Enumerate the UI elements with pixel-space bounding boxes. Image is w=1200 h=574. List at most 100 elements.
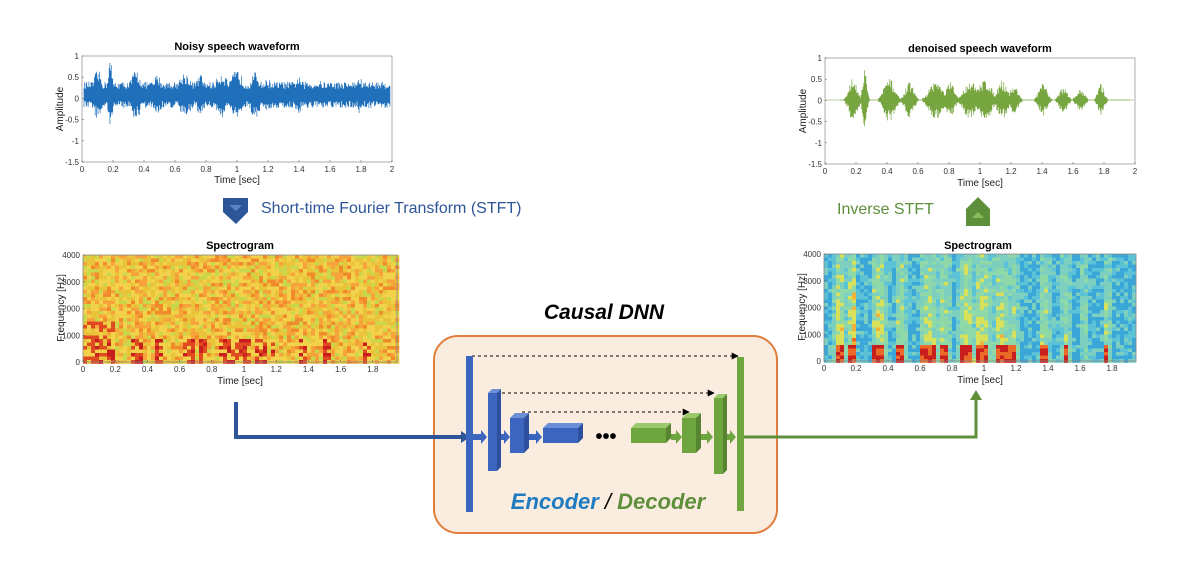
noisy-spectrogram-xtick-label: 1.6: [335, 365, 347, 374]
spectrogram-cell: [872, 310, 877, 314]
spectrogram-cell: [155, 342, 160, 347]
spectrogram-cell: [1024, 282, 1029, 286]
spectrogram-cell: [351, 272, 356, 277]
spectrogram-cell: [1104, 285, 1109, 290]
spectrogram-cell: [143, 262, 148, 266]
spectrogram-cell: [171, 279, 176, 284]
spectrogram-cell: [211, 283, 216, 287]
spectrogram-cell: [1088, 310, 1093, 314]
spectrogram-cell: [107, 272, 112, 277]
spectrogram-cell: [119, 307, 124, 312]
spectrogram-cell: [279, 311, 284, 315]
spectrogram-cell: [964, 334, 969, 339]
spectrogram-cell: [1056, 306, 1061, 311]
spectrogram-cell: [1000, 303, 1005, 307]
spectrogram-cell: [844, 254, 849, 258]
noisy-waveform-ytick-label: -1: [72, 137, 80, 146]
spectrogram-cell: [1044, 352, 1049, 356]
spectrogram-cell: [159, 353, 164, 357]
noisy-waveform-xtick-label: 2: [390, 165, 395, 174]
spectrogram-cell: [359, 300, 364, 305]
spectrogram-cell: [383, 262, 388, 266]
spectrogram-cell: [99, 321, 104, 326]
spectrogram-cell: [968, 296, 973, 300]
spectrogram-cell: [872, 313, 877, 318]
spectrogram-cell: [1068, 278, 1073, 283]
spectrogram-cell: [227, 325, 232, 329]
spectrogram-cell: [1040, 257, 1045, 262]
spectrogram-cell: [1064, 341, 1069, 346]
spectrogram-cell: [1064, 268, 1069, 272]
spectrogram-cell: [968, 355, 973, 360]
spectrogram-cell: [1092, 303, 1097, 307]
spectrogram-cell: [1128, 352, 1133, 356]
spectrogram-cell: [363, 353, 368, 357]
spectrogram-cell: [912, 317, 917, 321]
spectrogram-cell: [964, 292, 969, 297]
spectrogram-cell: [936, 278, 941, 283]
spectrogram-cell: [1052, 320, 1057, 325]
spectrogram-cell: [131, 272, 136, 277]
spectrogram-cell: [924, 296, 929, 300]
spectrogram-cell: [119, 262, 124, 266]
spectrogram-cell: [307, 307, 312, 312]
spectrogram-cell: [103, 332, 108, 336]
spectrogram-cell: [856, 355, 861, 360]
spectrogram-cell: [159, 300, 164, 305]
spectrogram-cell: [1016, 352, 1021, 356]
spectrogram-cell: [1032, 341, 1037, 346]
spectrogram-cell: [255, 346, 260, 350]
spectrogram-cell: [283, 307, 288, 312]
spectrogram-cell: [976, 254, 981, 258]
spectrogram-cell: [1028, 261, 1033, 265]
spectrogram-cell: [976, 264, 981, 269]
spectrogram-cell: [852, 317, 857, 321]
spectrogram-cell: [1072, 348, 1077, 353]
spectrogram-cell: [179, 300, 184, 305]
spectrogram-cell: [127, 290, 132, 294]
spectrogram-cell: [235, 276, 240, 280]
spectrogram-cell: [303, 255, 308, 259]
spectrogram-cell: [936, 317, 941, 321]
spectrogram-cell: [239, 272, 244, 277]
spectrogram-cell: [131, 258, 136, 263]
spectrogram-cell: [1004, 264, 1009, 269]
stft-chevron-highlight: [229, 205, 242, 211]
spectrogram-cell: [247, 272, 252, 277]
spectrogram-cell: [1124, 352, 1129, 356]
spectrogram-cell: [303, 325, 308, 329]
spectrogram-cell: [311, 297, 316, 301]
spectrogram-cell: [948, 261, 953, 265]
spectrogram-cell: [964, 254, 969, 258]
spectrogram-cell: [876, 348, 881, 353]
spectrogram-cell: [139, 300, 144, 305]
spectrogram-cell: [147, 276, 152, 280]
noisy-waveform-xtick-label: 1.6: [324, 165, 336, 174]
spectrogram-cell: [315, 286, 320, 291]
spectrogram-cell: [303, 342, 308, 347]
spectrogram-cell: [195, 321, 200, 326]
spectrogram-cell: [151, 272, 156, 277]
spectrogram-cell: [1084, 341, 1089, 346]
spectrogram-cell: [860, 275, 865, 279]
spectrogram-cell: [1040, 331, 1045, 335]
spectrogram-cell: [123, 353, 128, 357]
spectrogram-cell: [247, 262, 252, 266]
spectrogram-cell: [1124, 317, 1129, 321]
spectrogram-cell: [1124, 313, 1129, 318]
spectrogram-cell: [123, 297, 128, 301]
spectrogram-cell: [123, 283, 128, 287]
spectrogram-cell: [147, 255, 152, 259]
spectrogram-cell: [976, 292, 981, 297]
spectrogram-cell: [1048, 348, 1053, 353]
spectrogram-cell: [215, 349, 220, 354]
spectrogram-cell: [363, 307, 368, 312]
spectrogram-cell: [127, 262, 132, 266]
spectrogram-cell: [251, 276, 256, 280]
spectrogram-cell: [1108, 327, 1113, 332]
spectrogram-cell: [103, 314, 108, 319]
spectrogram-cell: [1008, 285, 1013, 290]
spectrogram-cell: [1004, 324, 1009, 328]
spectrogram-cell: [215, 332, 220, 336]
spectrogram-cell: [852, 355, 857, 360]
